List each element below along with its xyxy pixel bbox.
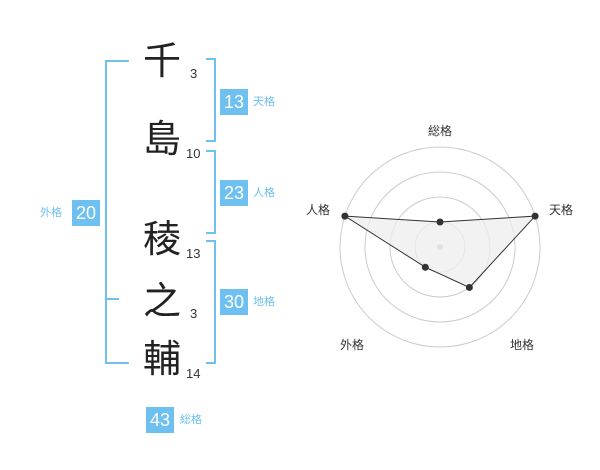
name-char-4: 之 xyxy=(142,279,181,323)
jinkaku-label: 人格 xyxy=(253,186,275,199)
stroke-count-2: 10 xyxy=(186,146,201,161)
gaikaku-bracket xyxy=(105,60,129,364)
radar-grid-ring-3 xyxy=(364,171,516,323)
radar-point-1 xyxy=(436,218,444,226)
soukaku-value: 43 xyxy=(146,407,174,433)
radar-axis-label-soukaku: 総格 xyxy=(428,124,453,138)
stroke-count-1: 3 xyxy=(190,66,198,81)
radar-value-polygon xyxy=(344,215,537,289)
chikaku-label: 地格 xyxy=(253,295,275,308)
tenkaku-label: 天格 xyxy=(253,95,275,108)
tenkaku-value: 13 xyxy=(220,89,248,115)
radar-grid-ring-4 xyxy=(339,146,541,348)
gaikaku-bracket-tick xyxy=(105,298,119,300)
soukaku-label: 総格 xyxy=(180,413,202,426)
radar-axis-label-tenkaku: 天格 xyxy=(549,203,574,217)
radar-axis-label-gaikaku: 外格 xyxy=(340,338,365,352)
stroke-count-3: 13 xyxy=(186,246,201,261)
gaikaku-label: 外格 xyxy=(40,206,62,219)
chikaku-bracket xyxy=(206,240,216,364)
name-char-1: 千 xyxy=(142,39,181,83)
stroke-count-5: 14 xyxy=(186,366,201,381)
radar-chart xyxy=(339,146,541,348)
chikaku-value: 30 xyxy=(220,289,248,315)
radar-point-3 xyxy=(465,283,473,291)
jinkaku-value: 23 xyxy=(220,180,248,206)
name-char-3: 稜 xyxy=(142,217,181,261)
stroke-count-4: 3 xyxy=(190,306,198,321)
radar-point-2 xyxy=(531,212,539,220)
name-char-5: 輔 xyxy=(142,337,181,381)
radar-axis-label-jinkaku: 人格 xyxy=(306,203,331,217)
tenkaku-bracket xyxy=(206,58,216,142)
radar-point-5 xyxy=(341,212,349,220)
gaikaku-value: 20 xyxy=(72,200,100,226)
radar-axis-label-chikaku: 地格 xyxy=(510,338,535,352)
jinkaku-bracket xyxy=(206,150,216,234)
name-char-2: 島 xyxy=(142,117,181,161)
radar-point-4 xyxy=(421,263,429,271)
